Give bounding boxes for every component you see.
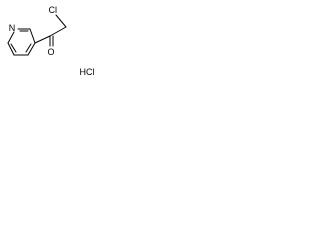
pyridine-ring <box>7 28 36 56</box>
molecule-structure: N O Cl HCl <box>7 5 95 77</box>
ring-bond-n-c6 <box>7 31 15 44</box>
ring-double-bond-inner-2 <box>25 43 32 53</box>
ring-to-carbonyl-bond <box>34 35 51 44</box>
ring-double-bond-inner-1 <box>10 43 17 53</box>
ring-bond-c4-c3 <box>27 42 36 56</box>
ring-bond-c3-c2 <box>29 28 36 44</box>
ch2-to-chlorine-bond <box>55 14 67 28</box>
ring-bond-c6-c5 <box>7 42 15 56</box>
hcl-salt-label: HCl <box>80 67 95 77</box>
carbonyl-to-ch2-bond <box>49 26 67 37</box>
oxygen-label: O <box>47 47 54 57</box>
structure-canvas: N O Cl HCl <box>0 0 110 82</box>
nitrogen-label: N <box>9 23 16 33</box>
chlorine-label: Cl <box>49 5 58 15</box>
